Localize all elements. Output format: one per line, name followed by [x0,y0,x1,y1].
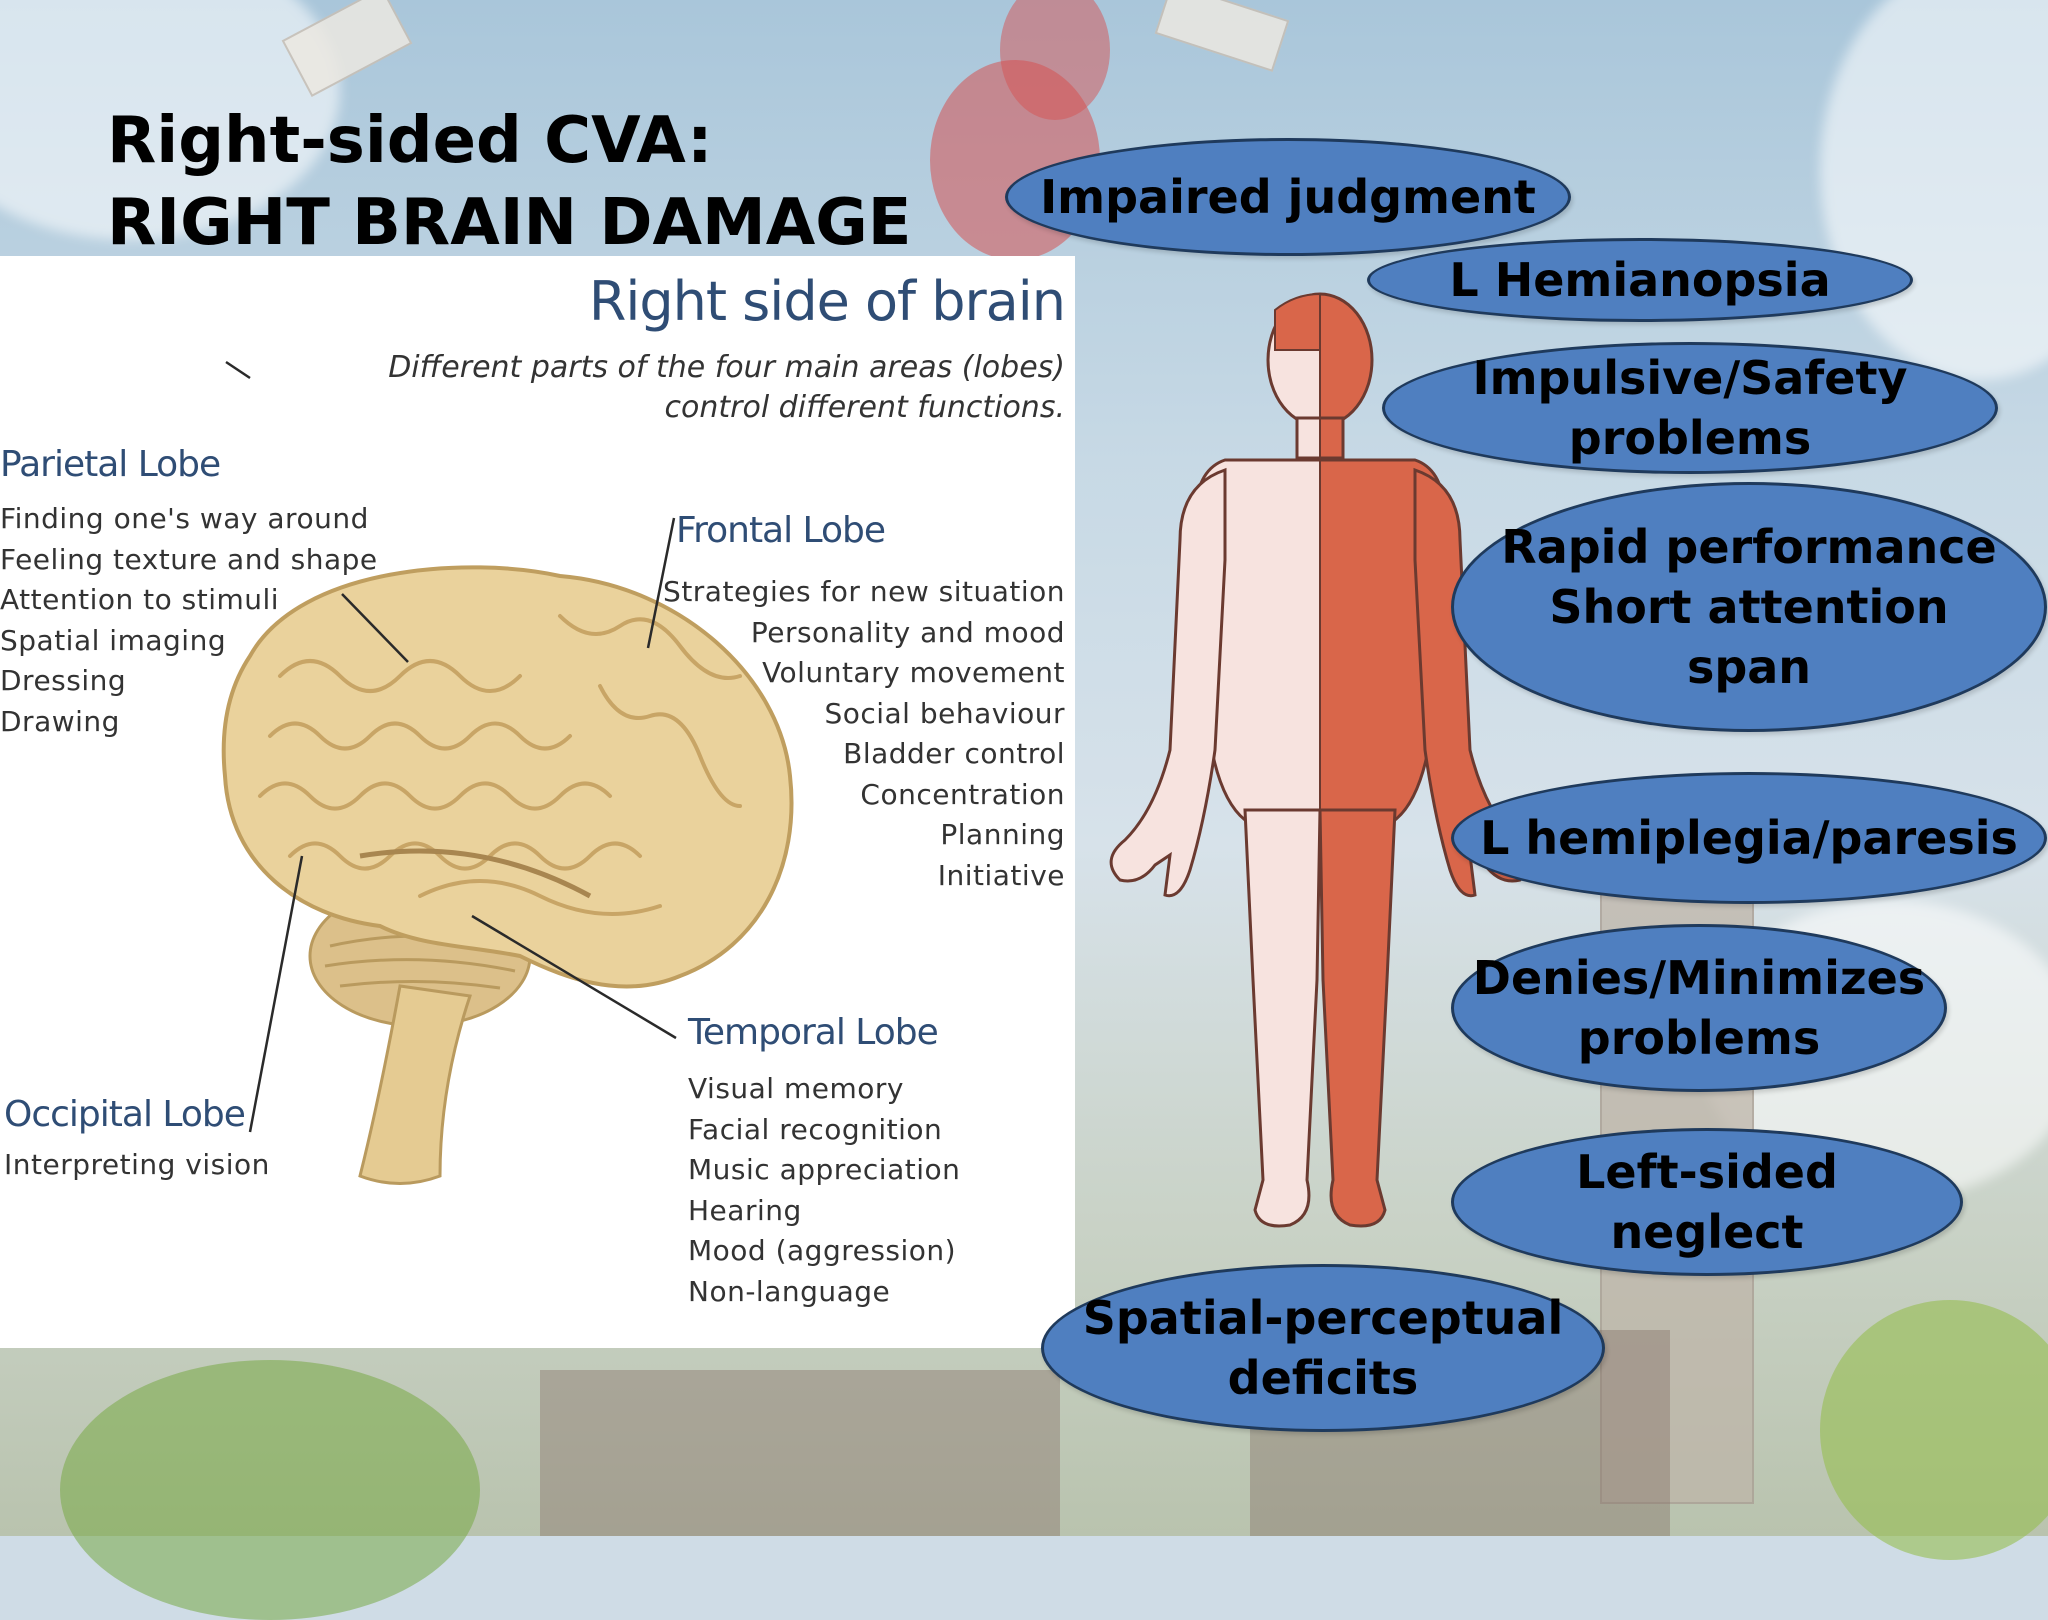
temporal-function: Music appreciation [688,1153,961,1186]
deficit-label: L Hemianopsia [1449,253,1831,307]
occipital-function-list: Interpreting vision [4,1145,270,1186]
figure-subtitle: Different parts of the four main areas (… [388,350,1065,425]
frontal-function: Bladder control [843,737,1065,770]
rubble [540,1370,1060,1536]
temporal-function: Non-language [688,1274,891,1308]
parietal-lobe-label: Parietal Lobe [0,444,221,485]
frontal-function: Concentration [860,777,1065,811]
deficit-label: Rapid performance Short attention span [1501,520,1997,694]
deficit-denies-minimizes: Denies/Minimizes problems [1451,924,1947,1092]
occipital-lobe-group: Occipital Lobe Interpreting vision [4,1094,270,1186]
parietal-function: Spatial imaging [0,623,227,657]
deficit-left-sided-neglect: Left-sided neglect [1451,1128,1963,1276]
title-line-2: RIGHT BRAIN DAMAGE [107,186,912,260]
deficit-impaired-judgment: Impaired judgment [1005,138,1571,256]
deficit-l-hemianopsia: L Hemianopsia [1367,238,1913,322]
deficit-rapid-performance: Rapid performance Short attention span [1451,482,2047,732]
green-pig-shape [1820,1300,2048,1560]
slide-title: Right-sided CVA: RIGHT BRAIN DAMAGE [107,100,912,264]
deficit-label: Spatial-perceptual deficits [1082,1291,1564,1405]
green-pig-shape [60,1360,480,1620]
frontal-lobe-label: Frontal Lobe [676,510,886,551]
occipital-function: Interpreting vision [4,1148,270,1181]
deficit-spatial-perceptual: Spatial-perceptual deficits [1041,1264,1605,1432]
parietal-function: Finding one's way around [0,502,369,535]
temporal-lobe-group: Temporal Lobe Visual memory Facial recog… [688,1012,960,1312]
deficit-impulsive-safety: Impulsive/Safety problems [1382,342,1998,474]
temporal-function: Hearing [688,1193,802,1227]
deficit-label: Left-sided neglect [1576,1145,1838,1259]
deficit-label: Impulsive/Safety problems [1472,351,1908,465]
occipital-lobe-label: Occipital Lobe [4,1094,246,1135]
brain-illustration [221,360,794,1185]
title-line-1: Right-sided CVA: [107,104,713,178]
temporal-function-list: Visual memory Facial recognition Music a… [688,1069,960,1312]
parietal-function: Dressing [0,664,127,697]
frontal-function: Strategies for new situation [663,575,1065,608]
temporal-function: Facial recognition [688,1112,943,1146]
frontal-function: Voluntary movement [762,656,1065,689]
deficit-label: L hemiplegia/paresis [1480,811,2018,865]
deficit-l-hemiplegia: L hemiplegia/paresis [1451,772,2047,904]
frontal-function: Planning [940,818,1065,851]
temporal-function: Visual memory [688,1072,904,1105]
red-bird-shape [1000,0,1110,120]
frontal-function: Personality and mood [750,615,1065,649]
frontal-function-list: Strategies for new situation Personality… [663,572,1065,896]
human-body-figure [1109,292,1531,1228]
parietal-lobe-group: Parietal Lobe Finding one's way around F… [0,444,378,742]
brain-figure-panel: Right side of brain Different parts of t… [0,256,1075,1348]
deficit-label: Denies/Minimizes problems [1472,951,1926,1065]
figure-title: Right side of brain [588,270,1066,333]
frontal-function: Initiative [937,858,1065,892]
temporal-lobe-label: Temporal Lobe [688,1012,939,1053]
parietal-function: Attention to stimuli [0,583,280,616]
parietal-function-list: Finding one's way around Feeling texture… [0,499,378,742]
frontal-lobe-group: Frontal Lobe [676,510,886,551]
deficit-label: Impaired judgment [1040,170,1536,224]
parietal-function: Feeling texture and shape [0,542,378,576]
frontal-function: Social behaviour [824,696,1065,730]
parietal-function: Drawing [0,704,120,738]
temporal-function: Mood (aggression) [688,1234,957,1267]
